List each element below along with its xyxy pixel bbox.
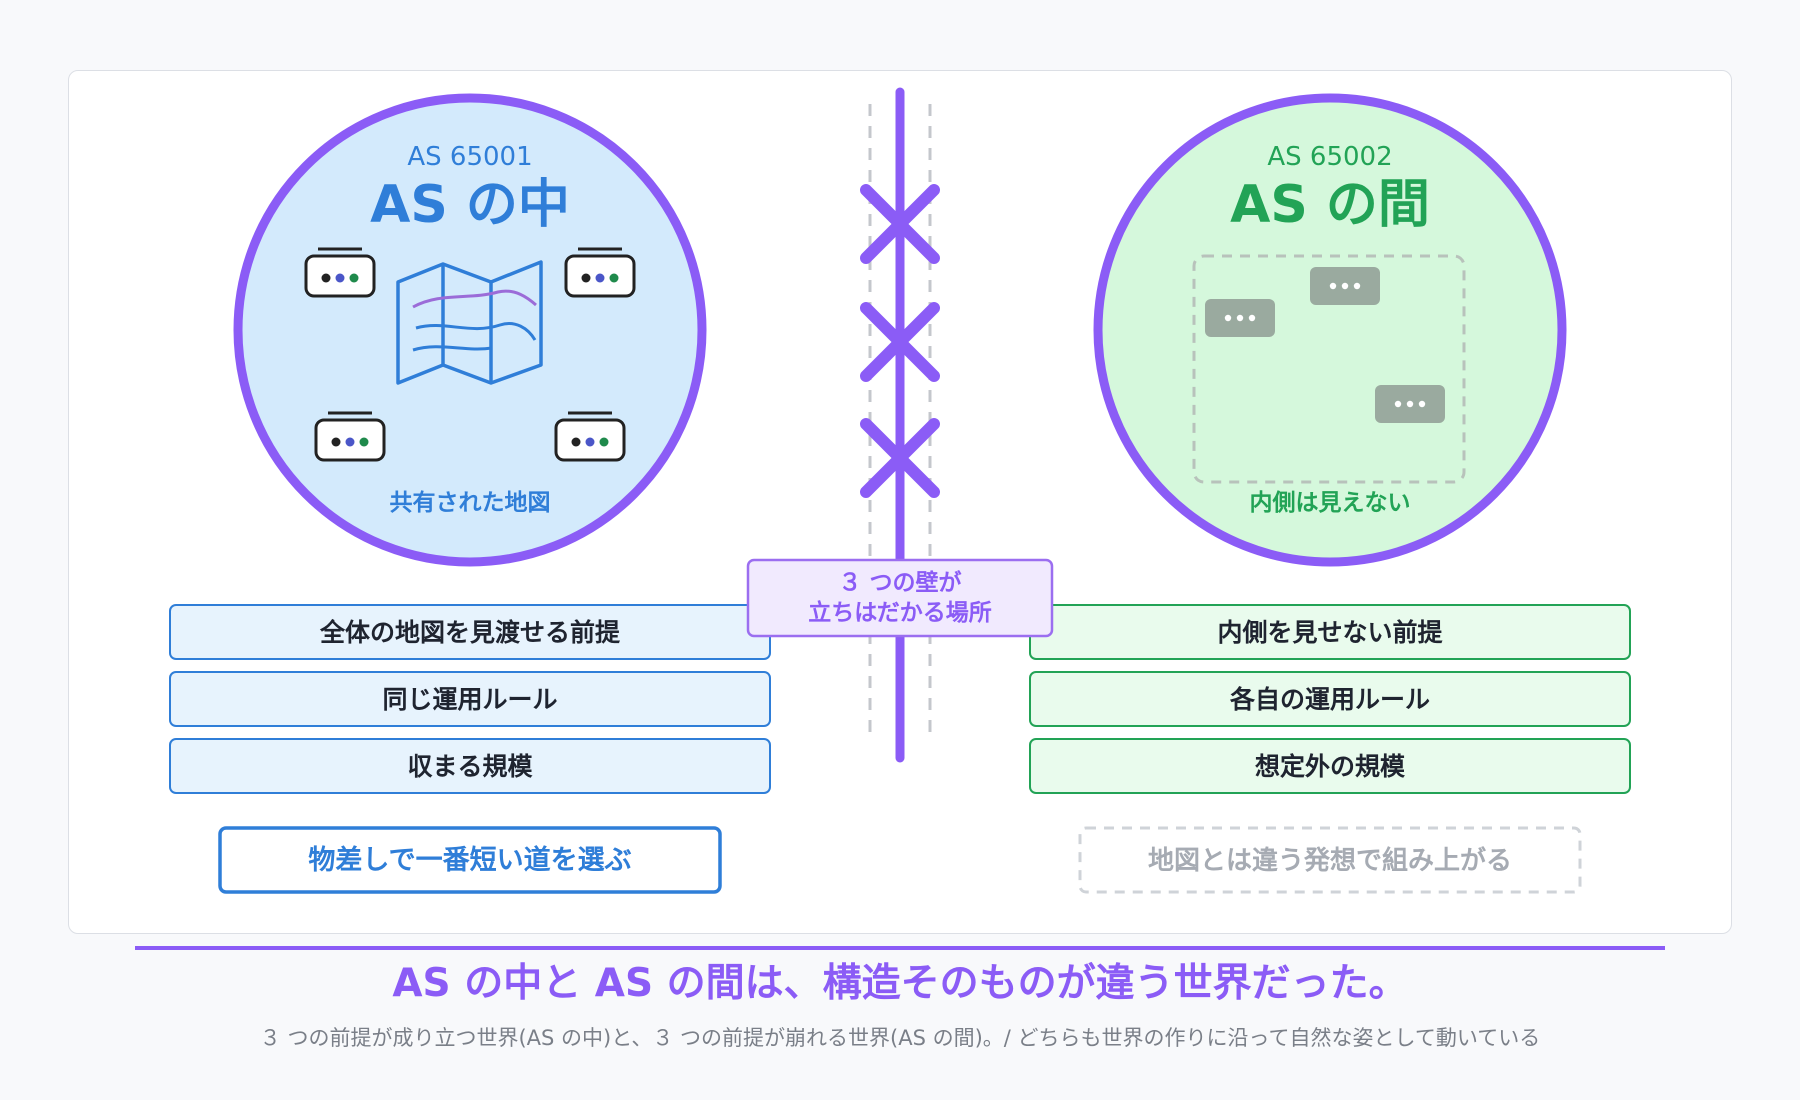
footer-headline: AS の中と AS の間は、構造そのものが違う世界だった。 [392, 961, 1407, 1006]
router-icon [554, 411, 626, 462]
map-icon [396, 260, 543, 385]
right-as-circle: AS 65002 AS の間 内側は見えない [1093, 93, 1567, 567]
right-as-number: AS 65002 [1267, 142, 1392, 172]
walls-label-line1: ３ つの壁が [838, 569, 961, 596]
left-premise-list: 全体の地図を見渡せる前提 同じ運用ルール 収まる規模 [169, 604, 771, 794]
router-icon [304, 247, 376, 298]
right-premise-list: 内側を見せない前提 各自の運用ルール 想定外の規模 [1029, 604, 1631, 794]
premise-box: 内側を見せない前提 [1029, 604, 1631, 660]
left-as-title: AS の中 [370, 175, 570, 235]
left-conclusion-text: 物差しで一番短い道を選ぶ [308, 844, 631, 876]
center-wall [860, 87, 940, 763]
premise-label: 同じ運用ルール [382, 685, 557, 714]
cross-mark-icon [860, 302, 940, 382]
router-icon [564, 247, 636, 298]
right-as-title: AS の間 [1230, 175, 1430, 235]
premise-label: 全体の地図を見渡せる前提 [319, 618, 621, 647]
hidden-interior-box [1192, 254, 1466, 484]
premise-label: 各自の運用ルール [1229, 685, 1430, 714]
premise-label: 収まる規模 [407, 752, 533, 781]
premise-box: 収まる規模 [169, 738, 771, 794]
premise-box: 全体の地図を見渡せる前提 [169, 604, 771, 660]
left-conclusion: 物差しで一番短い道を選ぶ [218, 826, 722, 894]
footer-subtext: ３ つの前提が成り立つ世界(AS の中)と、３ つの前提が崩れる世界(AS の間… [260, 1026, 1540, 1050]
premise-label: 想定外の規模 [1255, 752, 1406, 781]
right-caption: 内側は見えない [1250, 490, 1411, 516]
right-conclusion: 地図とは違う発想で組み上がる [1078, 826, 1582, 894]
cross-mark-icon [860, 418, 940, 498]
cross-mark-icon [860, 184, 940, 264]
right-conclusion-text: 地図とは違う発想で組み上がる [1148, 845, 1512, 876]
premise-box: 各自の運用ルール [1029, 671, 1631, 727]
premise-label: 内側を見せない前提 [1217, 618, 1443, 647]
router-icon [314, 411, 386, 462]
premise-box: 同じ運用ルール [169, 671, 771, 727]
premise-box: 想定外の規模 [1029, 738, 1631, 794]
left-as-circle: AS 65001 AS の中 共有された地図 [233, 93, 707, 567]
router-icon [1310, 267, 1380, 305]
left-as-number: AS 65001 [407, 142, 532, 172]
walls-label: ３ つの壁が 立ちはだかる場所 [746, 558, 1054, 638]
left-caption: 共有された地図 [390, 489, 551, 516]
router-icon [1205, 299, 1275, 337]
walls-label-line2: 立ちはだかる場所 [808, 599, 992, 626]
router-icon [1375, 385, 1445, 423]
